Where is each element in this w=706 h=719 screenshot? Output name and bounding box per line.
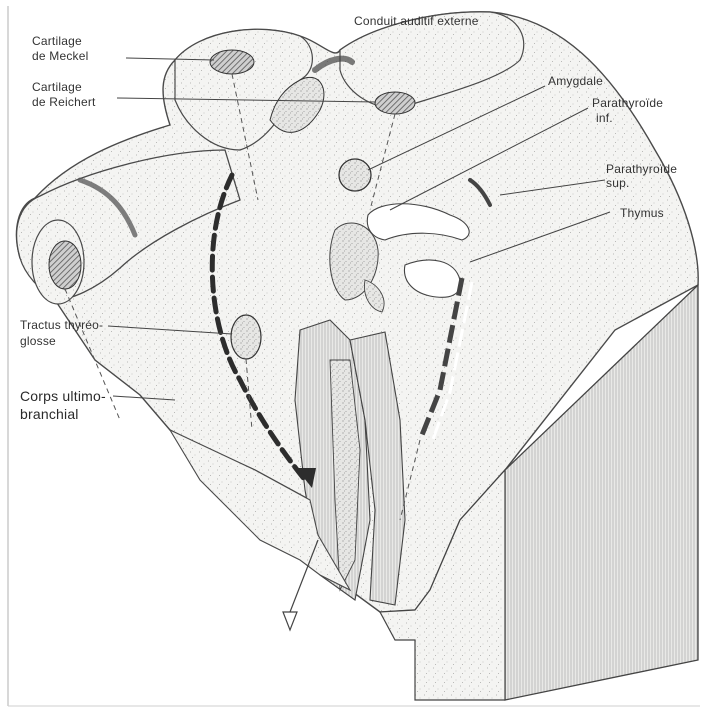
- label-cartilage-meckel-line2: de Meckel: [32, 49, 89, 63]
- descent-arrow-head: [283, 612, 297, 630]
- label-cartilage-reichert-line2: de Reichert: [32, 95, 96, 109]
- label-parathyroide-inf-line2: inf.: [596, 111, 613, 125]
- tractus-thyreoglosse-section: [231, 315, 261, 359]
- amygdale-marker: [339, 159, 371, 191]
- label-parathyroide-sup-line1: Parathyroïde: [606, 162, 677, 176]
- label-parathyroide-inf-line1: Parathyroïde: [592, 96, 663, 110]
- label-corps-ultimo-branchial-line1: Corps ultimo-: [20, 388, 106, 404]
- meckel-section-top: [210, 50, 254, 74]
- label-parathyroide-sup-line2: sup.: [606, 176, 629, 190]
- label-corps-ultimo-branchial-line2: branchial: [20, 406, 79, 422]
- meckel-section-left: [49, 241, 81, 289]
- label-conduit-auditif: Conduit auditif externe: [354, 14, 479, 28]
- reichert-section: [375, 92, 415, 114]
- label-tractus-line1: Tractus thyréo-: [20, 318, 103, 332]
- label-cartilage-reichert-line1: Cartilage: [32, 80, 82, 94]
- label-thymus: Thymus: [620, 206, 664, 220]
- label-cartilage-meckel-line1: Cartilage: [32, 34, 82, 48]
- label-amygdale: Amygdale: [548, 74, 603, 88]
- label-tractus-line2: glosse: [20, 334, 56, 348]
